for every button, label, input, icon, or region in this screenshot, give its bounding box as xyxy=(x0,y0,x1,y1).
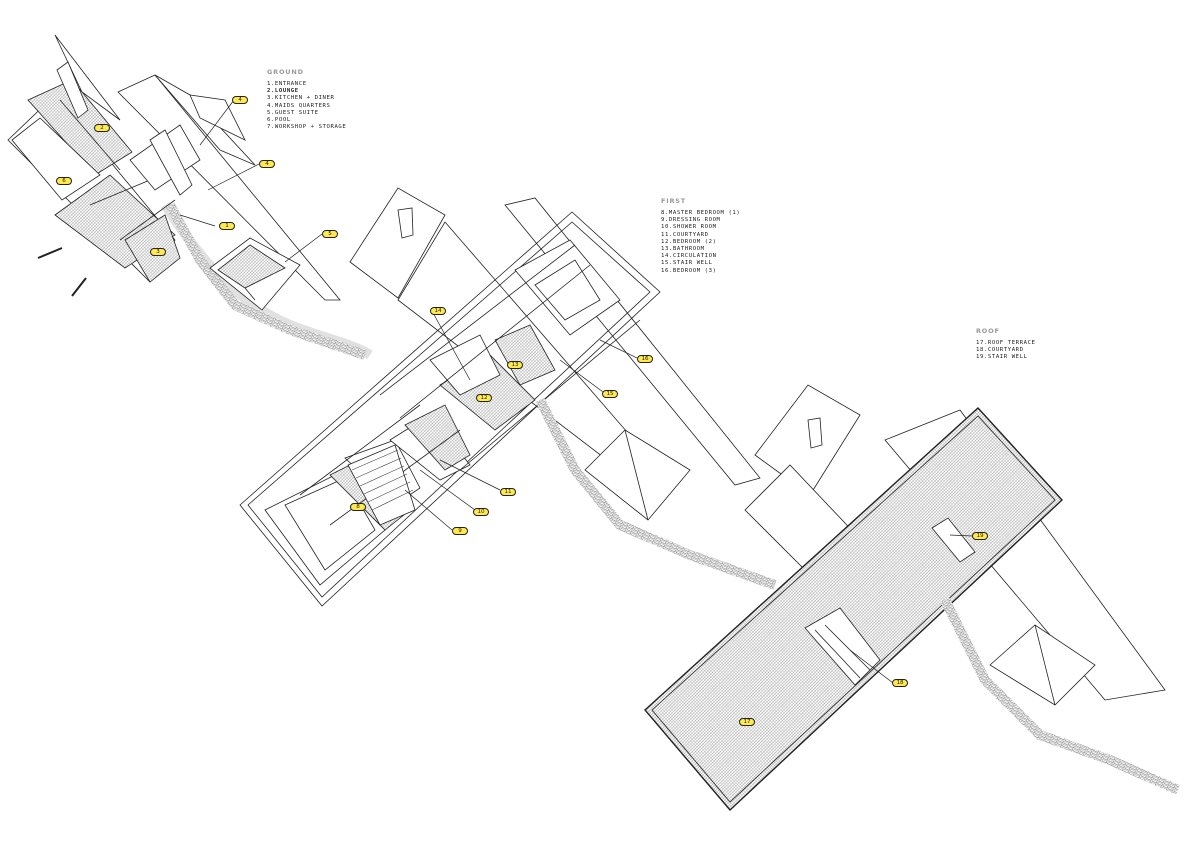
legend-item: 5.Guest Suite xyxy=(267,109,319,116)
room-tag-17: 17 xyxy=(739,718,755,726)
room-tag-4b: 4 xyxy=(259,160,275,168)
room-tag-8: 8 xyxy=(350,503,366,511)
roof-plan xyxy=(644,384,1181,812)
legend-item: 19.stair Well xyxy=(976,354,1028,361)
legend-ground-title: GROUND xyxy=(267,68,304,76)
room-tag-16: 16 xyxy=(637,355,653,363)
room-tag-12: 12 xyxy=(476,394,492,402)
legend-item: 1.Entrance xyxy=(267,81,307,87)
legend-item: 10.Shower Room xyxy=(661,224,717,231)
legend-item: 12.Bedroom (2) xyxy=(661,238,717,245)
room-tag-14: 14 xyxy=(430,307,446,315)
legend-item: 4.Maids Quarters xyxy=(267,102,331,109)
legend-roof: ROOF 17.Roof terrace 18.Courtyard 19.sta… xyxy=(976,327,1036,362)
legend-item: 8.Master Bedroom (1) xyxy=(661,210,741,216)
room-tag-19: 19 xyxy=(972,532,988,540)
room-tag-6: 6 xyxy=(56,177,72,185)
legend-first: FIRST 8.Master Bedroom (1) 9.Dressing Ro… xyxy=(661,197,740,275)
legend-item: 3.Kitchen + Diner xyxy=(267,95,335,102)
leader-lines xyxy=(179,99,973,684)
legend-item: 2.Lounge xyxy=(267,88,299,95)
room-tag-11: 11 xyxy=(500,488,516,496)
room-tag-18: 18 xyxy=(892,679,908,687)
legend-item: 7.Workshop + Storage xyxy=(267,124,347,131)
legend-item: 15.Stair Well xyxy=(661,260,713,267)
room-tag-9: 9 xyxy=(452,527,468,535)
room-tag-4: 4 xyxy=(232,96,248,104)
room-tag-1: 1 xyxy=(219,222,235,230)
first-floor-plan xyxy=(239,187,777,607)
ground-floor-plan xyxy=(7,34,373,360)
legend-item: 14.Circulation xyxy=(661,253,717,260)
legend-ground: GROUND 1.Entrance 2.Lounge 3.Kitchen + D… xyxy=(267,68,346,131)
room-tag-2: 2 xyxy=(94,124,110,132)
room-tag-13: 13 xyxy=(507,361,523,369)
legend-item: 13.Bathroom xyxy=(661,246,705,253)
legend-roof-title: ROOF xyxy=(976,327,1000,335)
legend-item: 18.Courtyard xyxy=(976,347,1024,354)
legend-item: 16.Bedroom (3) xyxy=(661,267,717,274)
legend-first-title: FIRST xyxy=(661,197,686,205)
legend-item: 6.Pool xyxy=(267,117,291,124)
room-tag-10: 10 xyxy=(473,508,489,516)
room-tag-5: 5 xyxy=(322,230,338,238)
legend-item: 11.Courtyard xyxy=(661,231,709,238)
legend-item: 17.Roof terrace xyxy=(976,340,1036,346)
room-tag-3: 3 xyxy=(150,248,166,256)
legend-item: 9.Dressing Room xyxy=(661,217,721,224)
room-tag-15: 15 xyxy=(602,390,618,398)
